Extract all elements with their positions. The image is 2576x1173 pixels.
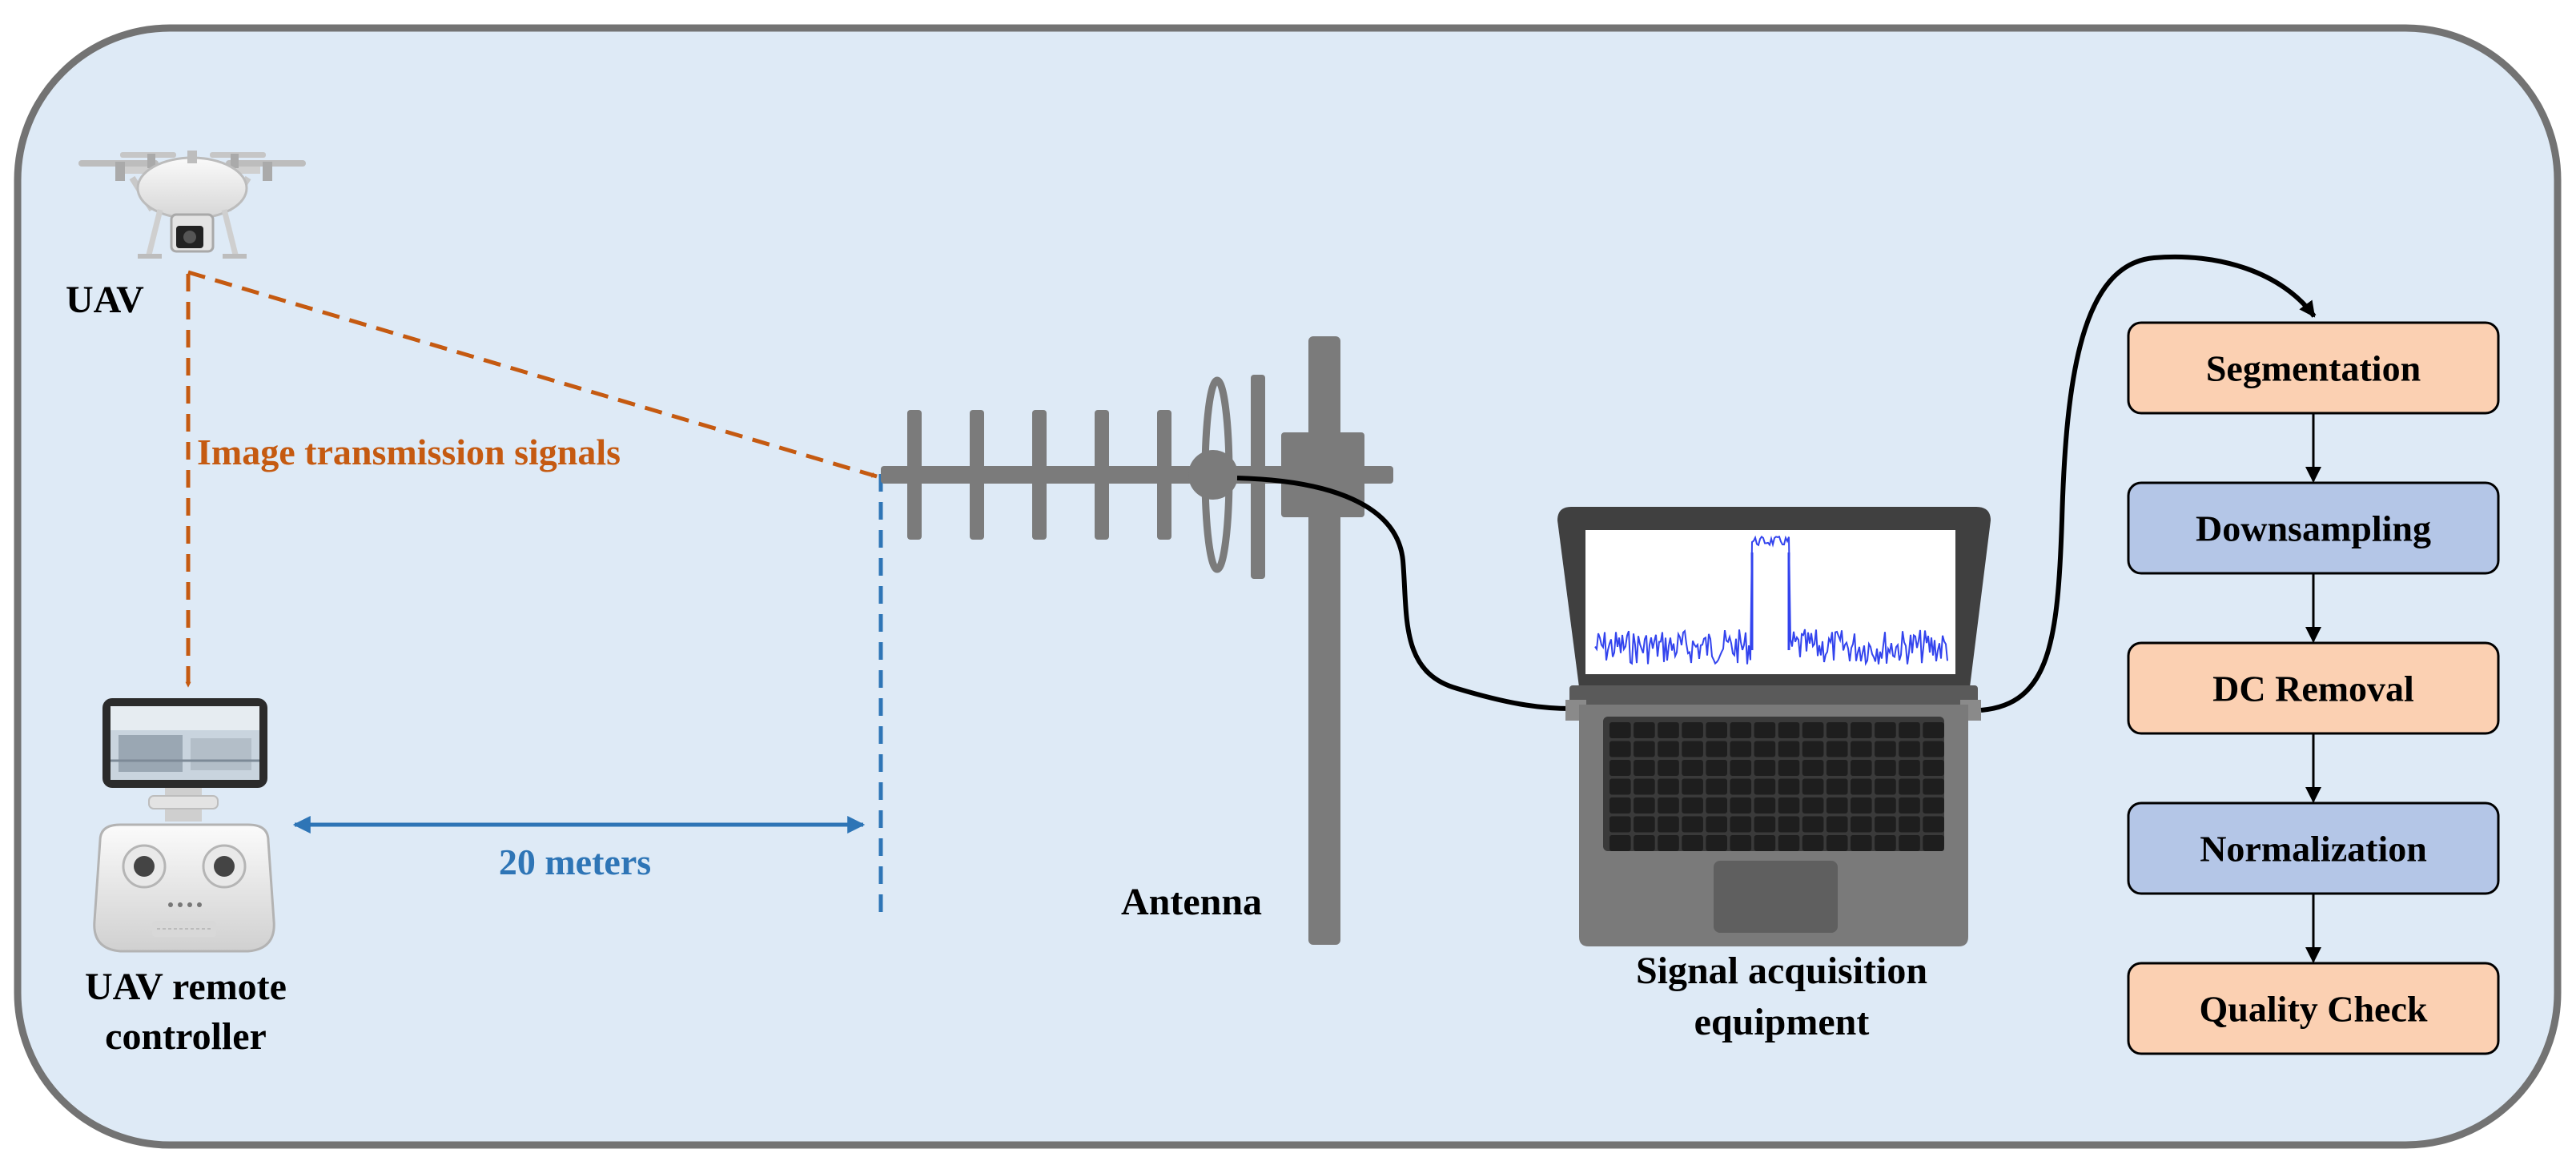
pipeline-step-box: [2127, 962, 2500, 1055]
pipeline-step: Segmentation: [2127, 321, 2500, 415]
pipeline-step: Normalization: [2127, 801, 2500, 895]
remote-label-line1: UAV remote: [85, 966, 287, 1008]
pipeline-step-label: Segmentation: [2206, 348, 2421, 389]
drone-icon: [78, 151, 306, 259]
signal-arrow-to-antenna: [187, 270, 878, 479]
pipeline-step-label: DC Removal: [2212, 669, 2414, 709]
signal-label: Image transmission signals: [197, 432, 621, 472]
remote-controller-icon: [93, 698, 275, 953]
pipeline-step-label: Downsampling: [2196, 508, 2431, 549]
remote-label-line2: controller: [105, 1015, 267, 1058]
acquisition-label-line2: equipment: [1694, 1001, 1870, 1043]
distance-label: 20 meters: [499, 842, 651, 882]
keyboard-keys: [1609, 722, 1944, 851]
uav-label: UAV: [66, 279, 144, 321]
pipeline-step-label: Quality Check: [2200, 989, 2428, 1030]
signal-spectrum-plot: [1594, 535, 1948, 666]
pipeline-step: Quality Check: [2127, 962, 2500, 1055]
pipeline-cable: [1980, 254, 2317, 713]
acquisition-label-line1: Signal acquisition: [1636, 950, 1927, 992]
antenna-label: Antenna: [1121, 881, 1262, 923]
pipeline-step-label: Normalization: [2200, 829, 2427, 870]
antenna-cable: [1236, 476, 1573, 711]
pipeline-step: DC Removal: [2127, 641, 2500, 735]
pipeline-step: Downsampling: [2127, 481, 2500, 575]
